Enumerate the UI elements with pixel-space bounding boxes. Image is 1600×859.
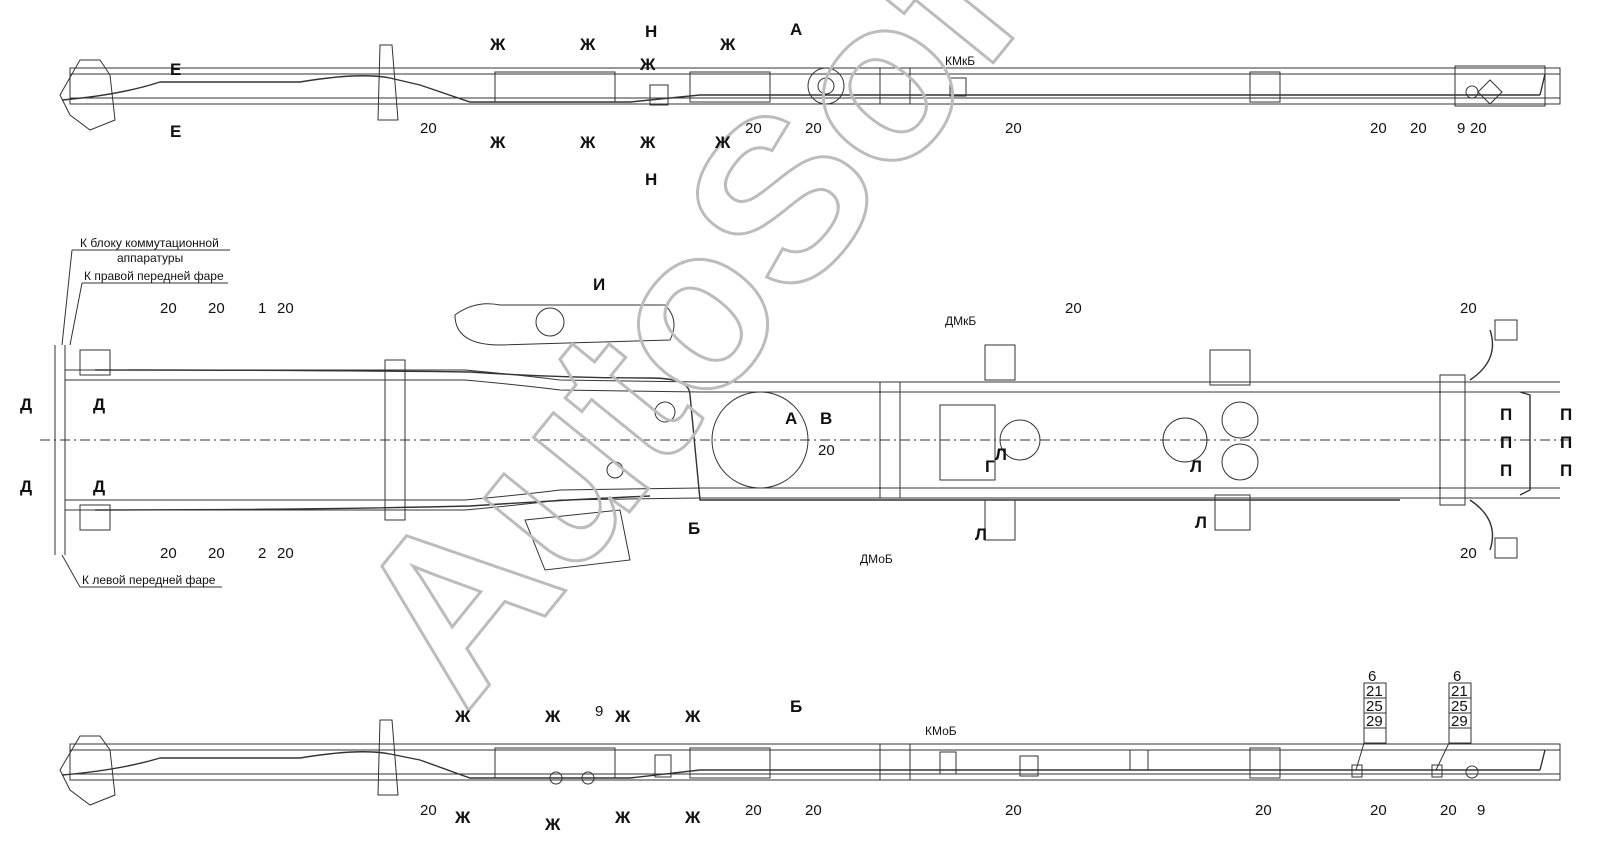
callout-20: 20 xyxy=(818,442,835,459)
section-label-d: Д xyxy=(93,477,105,496)
section-label-d: Д xyxy=(93,395,105,414)
callout-20: 20 xyxy=(805,802,822,819)
section-label-p: П xyxy=(1500,405,1512,424)
view-b-title: Б xyxy=(790,697,802,716)
callout-20: 20 xyxy=(1460,545,1477,562)
section-label-zh: Ж xyxy=(714,133,731,152)
section-label-zh: Ж xyxy=(639,133,656,152)
section-label-g: Г xyxy=(985,457,995,476)
section-label-l: Л xyxy=(995,445,1007,464)
section-label-l: Л xyxy=(975,525,987,544)
section-label-zh: Ж xyxy=(614,808,631,827)
callout-20: 20 xyxy=(1005,802,1022,819)
svg-text:6: 6 xyxy=(1368,668,1376,685)
note-right-headlight: К правой передней фаре xyxy=(84,269,224,283)
callout-20: 20 xyxy=(1460,300,1477,317)
callout-20: 20 xyxy=(1005,120,1022,137)
section-label-p: П xyxy=(1560,461,1572,480)
section-label-d: Д xyxy=(20,395,32,414)
section-label-p: П xyxy=(1500,461,1512,480)
section-label-e: Е xyxy=(170,122,181,141)
note-left-headlight: К левой передней фаре xyxy=(82,573,216,587)
svg-text:AutoSoft: AutoSoft xyxy=(303,0,1114,746)
view-a xyxy=(59,44,1561,131)
section-label-zh: Ж xyxy=(614,707,631,726)
section-label-zh: Ж xyxy=(544,815,561,834)
callout-2: 2 xyxy=(258,545,266,562)
callout-20: 20 xyxy=(1065,300,1082,317)
svg-text:21: 21 xyxy=(1451,683,1468,700)
callout-9: 9 xyxy=(1457,120,1465,137)
callout-20: 20 xyxy=(1370,120,1387,137)
section-label-p: П xyxy=(1500,433,1512,452)
section-label-zh: Ж xyxy=(579,133,596,152)
section-label-zh: Ж xyxy=(684,808,701,827)
callout-20: 20 xyxy=(745,120,762,137)
section-label-zh: Ж xyxy=(719,35,736,54)
callout-20: 20 xyxy=(277,300,294,317)
component-kmob: КМоБ xyxy=(925,724,957,738)
view-b xyxy=(59,719,1561,806)
section-label-e: Е xyxy=(170,60,181,79)
component-kmkb: КМкБ xyxy=(945,54,975,68)
view-a-title: А xyxy=(790,20,802,39)
section-label-l: Л xyxy=(1190,457,1202,476)
callout-20: 20 xyxy=(420,120,437,137)
svg-text:25: 25 xyxy=(1366,698,1383,715)
callout-20: 20 xyxy=(1440,802,1457,819)
callout-20: 20 xyxy=(745,802,762,819)
callout-20: 20 xyxy=(1410,120,1427,137)
callout-20: 20 xyxy=(1255,802,1272,819)
section-label-zh: Ж xyxy=(684,707,701,726)
callout-20: 20 xyxy=(805,120,822,137)
callout-20: 20 xyxy=(160,545,177,562)
callout-9: 9 xyxy=(595,703,603,720)
callout-20: 20 xyxy=(277,545,294,562)
stack-callout-2: 6 21 25 29 xyxy=(1435,668,1472,771)
section-label-zh: Ж xyxy=(489,35,506,54)
section-label-zh: Ж xyxy=(454,707,471,726)
section-label-zh: Ж xyxy=(639,55,656,74)
section-label-zh: Ж xyxy=(489,133,506,152)
callout-1: 1 xyxy=(258,300,266,317)
section-label-zh: Ж xyxy=(579,35,596,54)
section-label-zh: Ж xyxy=(544,707,561,726)
plan-view xyxy=(40,303,1570,571)
component-dmkb: ДМкБ xyxy=(945,314,976,328)
section-label-b: Б xyxy=(688,519,700,538)
section-label-a: А xyxy=(785,409,797,428)
section-label-n: Н xyxy=(645,170,657,189)
section-label-l: Л xyxy=(1195,513,1207,532)
section-label-zh: Ж xyxy=(454,808,471,827)
callout-20: 20 xyxy=(208,545,225,562)
callout-9: 9 xyxy=(1477,802,1485,819)
svg-text:29: 29 xyxy=(1366,713,1383,730)
svg-text:29: 29 xyxy=(1451,713,1468,730)
section-label-p: П xyxy=(1560,405,1572,424)
svg-text:21: 21 xyxy=(1366,683,1383,700)
callout-20: 20 xyxy=(208,300,225,317)
callout-20: 20 xyxy=(1370,802,1387,819)
section-label-p: П xyxy=(1560,433,1572,452)
section-label-d: Д xyxy=(20,477,32,496)
component-dmob: ДМоБ xyxy=(860,552,893,566)
stack-callout-1: 6 21 25 29 xyxy=(1355,668,1387,771)
notes: К блоку коммутационной аппаратуры К прав… xyxy=(61,236,230,588)
note-switch-block: К блоку коммутационной xyxy=(80,236,219,250)
watermark: AutoSoft xyxy=(302,0,1116,747)
svg-text:25: 25 xyxy=(1451,698,1468,715)
section-label-v: В xyxy=(820,409,832,428)
section-label-n: Н xyxy=(645,22,657,41)
callout-numbers: 20 20 20 20 20 20 9 20 20 20 1 20 20 20 20 20 20 2 20 20 9 20… xyxy=(160,120,1487,819)
callout-20: 20 xyxy=(160,300,177,317)
svg-text:6: 6 xyxy=(1453,668,1461,685)
note-switch-block-2: аппаратуры xyxy=(117,251,183,265)
section-label-i: И xyxy=(593,275,605,294)
callout-20: 20 xyxy=(420,802,437,819)
callout-20: 20 xyxy=(1470,120,1487,137)
